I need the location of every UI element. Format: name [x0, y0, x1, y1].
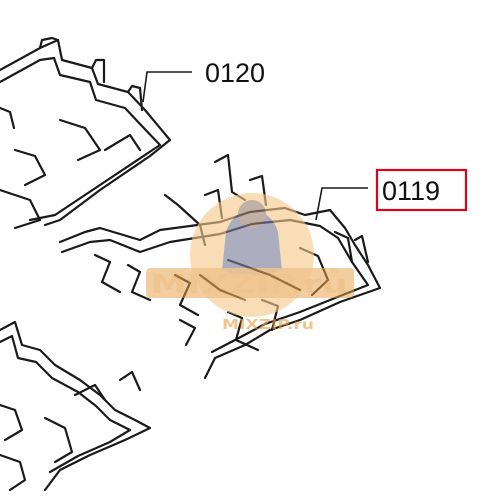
grate-0120 [0, 36, 172, 230]
watermark-mascot-head-icon [238, 200, 266, 228]
watermark-subtext: MIXZIP.ru [222, 318, 314, 333]
leader-line-0119 [315, 187, 368, 221]
watermark-text: MIXZIP.ru [150, 270, 348, 300]
part-label-0120: 0120 [205, 58, 265, 88]
watermark-mark: ® [328, 266, 339, 279]
grate-bottom-left [0, 320, 152, 492]
part-label-0119: 0119 [382, 176, 440, 206]
watermark-mascot-icon [222, 210, 282, 276]
highlight-box [375, 168, 468, 212]
leader-line-0120 [142, 71, 192, 103]
watermark-banner [146, 268, 354, 298]
watermark: MIXZIP.ru ® MIXZIP.ru [146, 193, 354, 333]
